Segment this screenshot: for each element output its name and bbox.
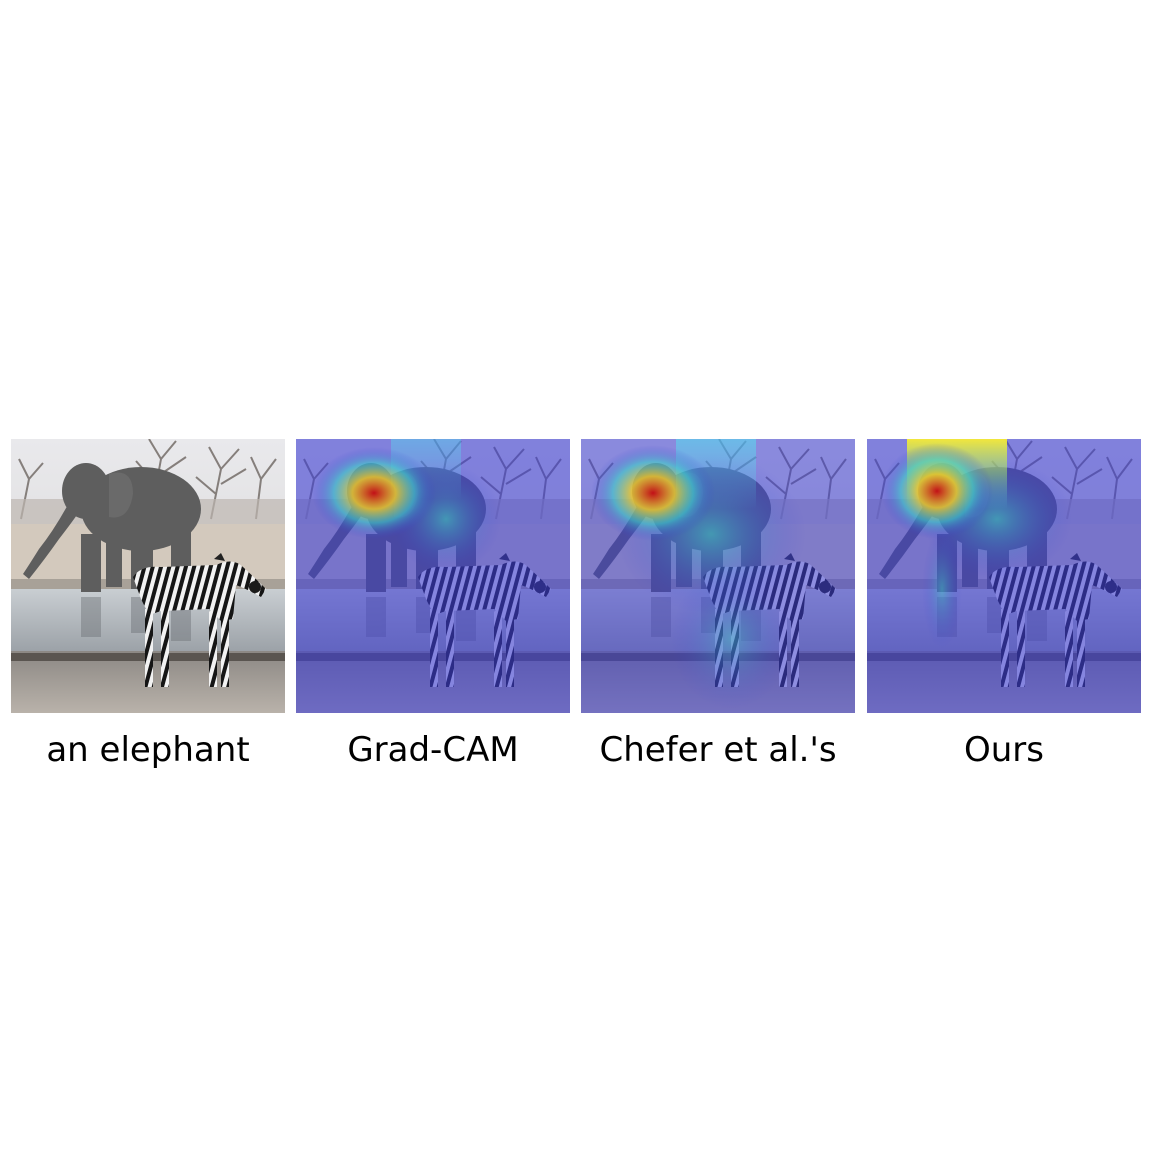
ours-caption: Ours [963,730,1044,770]
gradcam-caption: Grad-CAM [347,730,519,770]
chefer-panel [581,439,855,713]
input-image-panel [11,439,285,713]
gradcam-panel [296,439,570,713]
ours-heatmap-image [867,439,1141,713]
ours-panel [867,439,1141,713]
gradcam-heatmap-image [296,439,570,713]
chefer-caption: Chefer et al.'s [599,730,837,770]
input-image [11,439,285,713]
chefer-heatmap-image [581,439,855,713]
input-caption: an elephant [46,730,250,770]
